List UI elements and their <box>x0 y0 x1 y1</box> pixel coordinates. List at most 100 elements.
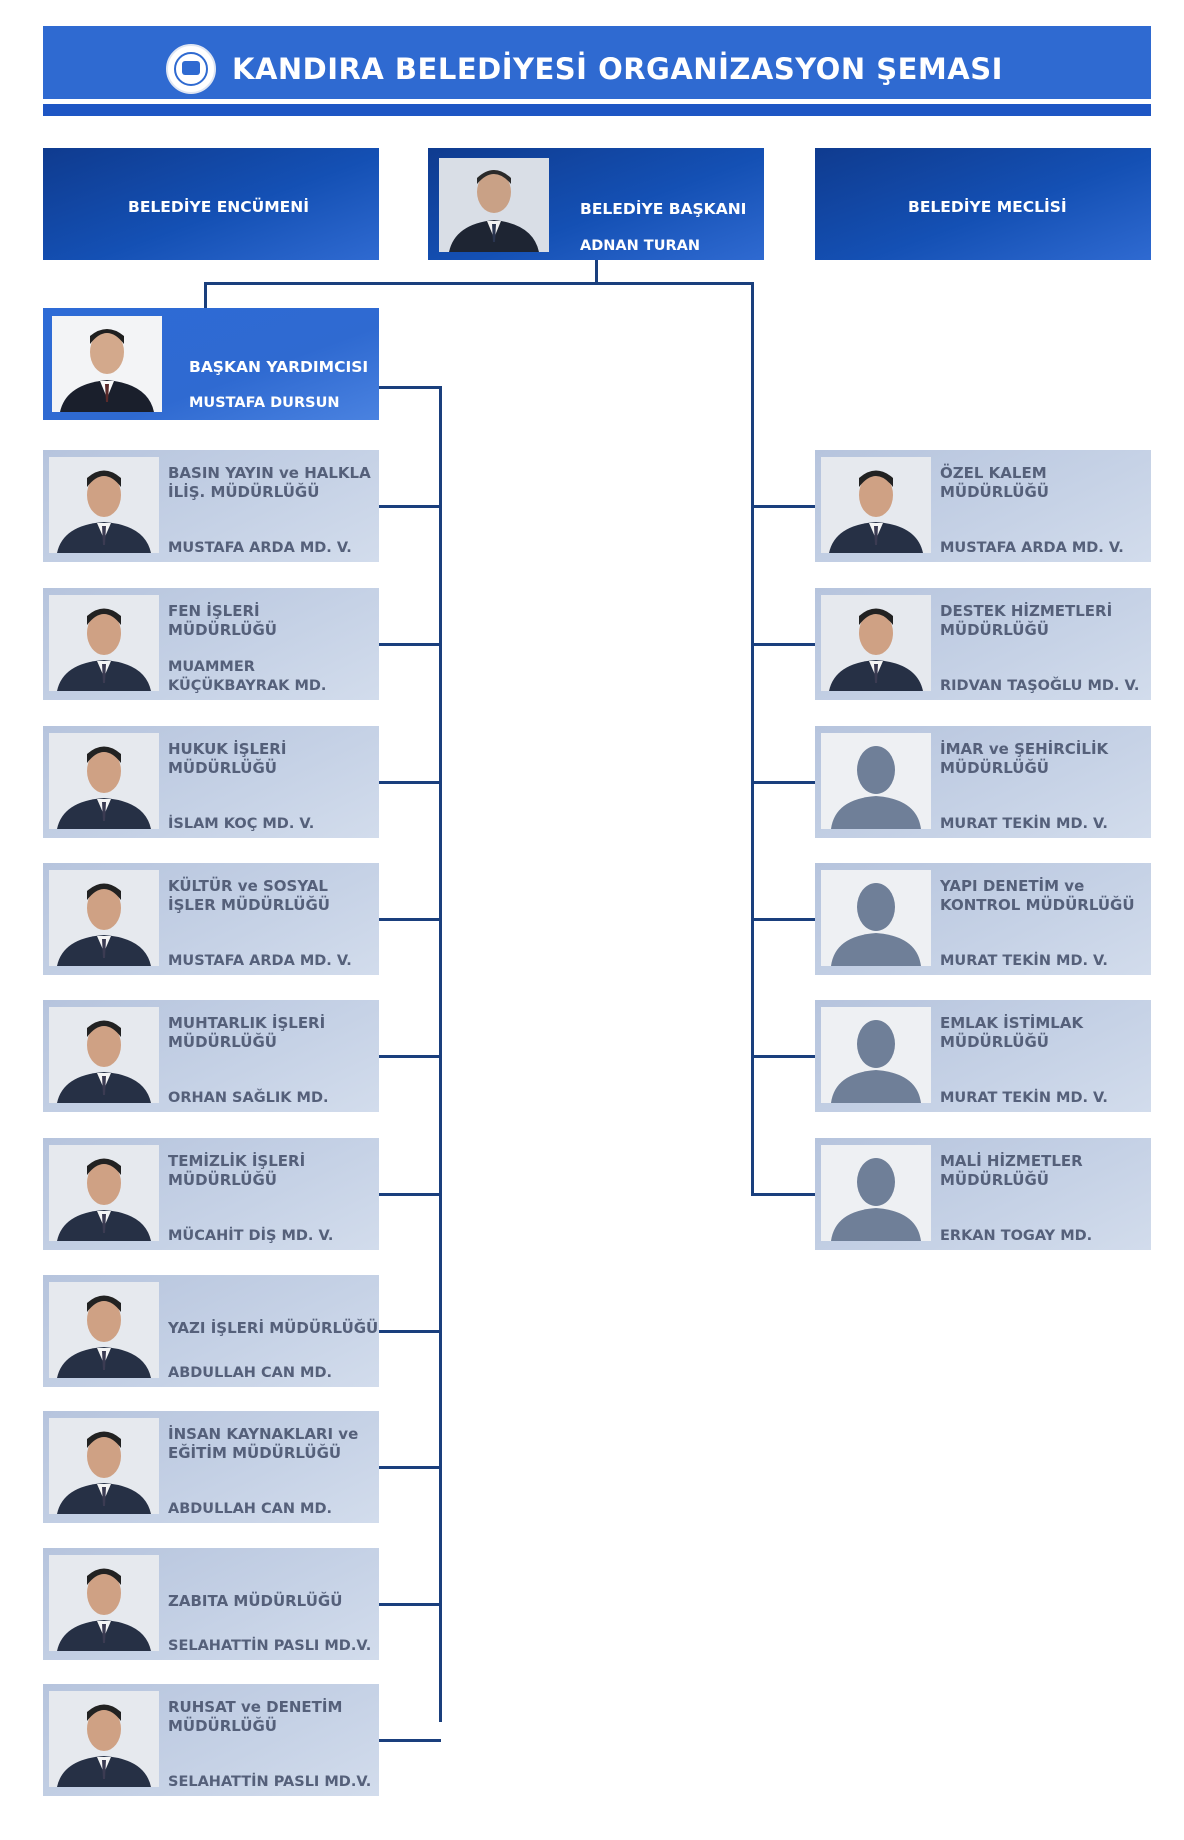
connector-line <box>751 1055 815 1058</box>
deputy-name: MUSTAFA DURSUN <box>189 395 340 411</box>
deputy-title: BAŞKAN YARDIMCISI <box>189 358 369 376</box>
manager-photo <box>821 595 931 691</box>
department-title-line1: MUHTARLIK İŞLERİ <box>168 1014 326 1032</box>
department-title-line2: MÜDÜRLÜĞÜ <box>940 621 1049 639</box>
department-title-line2: İŞLER MÜDÜRLÜĞÜ <box>168 896 330 914</box>
manager-name: MUSTAFA ARDA MD. V. <box>168 540 352 556</box>
manager-photo <box>49 1691 159 1787</box>
department-title-line1: FEN İŞLERİ <box>168 602 260 620</box>
department-title-line1: YAPI DENETİM ve <box>940 877 1085 895</box>
connector-line <box>379 918 441 921</box>
department-title-line2: İLİŞ. MÜDÜRLÜĞÜ <box>168 483 320 501</box>
connector-line <box>751 643 815 646</box>
connector-line <box>204 282 754 285</box>
department-title-line1: ZABITA MÜDÜRLÜĞÜ <box>168 1592 343 1610</box>
connector-line <box>379 1055 441 1058</box>
department-title-line2: MÜDÜRLÜĞÜ <box>940 1171 1049 1189</box>
deputy-mayor-box: BAŞKAN YARDIMCISI MUSTAFA DURSUN <box>43 308 379 420</box>
manager-photo <box>49 1145 159 1241</box>
manager-name: MURAT TEKİN MD. V. <box>940 953 1108 969</box>
manager-name: SELAHATTİN PASLI MD.V. <box>168 1638 372 1654</box>
connector-line <box>379 505 441 508</box>
department-title-line2: MÜDÜRLÜĞÜ <box>940 483 1049 501</box>
connector-line <box>379 781 441 784</box>
connector-line <box>204 282 207 309</box>
connector-line <box>379 386 442 389</box>
encumen-label: BELEDİYE ENCÜMENİ <box>128 198 309 216</box>
department-title-line1: DESTEK HİZMETLERİ <box>940 602 1113 620</box>
department-title-line2: MÜDÜRLÜĞÜ <box>168 1033 277 1051</box>
department-title-line1: KÜLTÜR ve SOSYAL <box>168 877 328 895</box>
manager-name: ERKAN TOGAY MD. <box>940 1228 1093 1244</box>
department-title-line1: YAZI İŞLERİ MÜDÜRLÜĞÜ <box>168 1319 379 1337</box>
connector-line <box>751 282 754 1195</box>
deputy-photo <box>52 316 162 412</box>
manager-photo <box>49 1007 159 1103</box>
manager-name: MURAT TEKİN MD. V. <box>940 816 1108 832</box>
manager-name: SELAHATTİN PASLI MD.V. <box>168 1774 372 1790</box>
department-title-line2: MÜDÜRLÜĞÜ <box>168 1717 277 1735</box>
department-title-line1: HUKUK İŞLERİ <box>168 740 287 758</box>
connector-line <box>379 1739 441 1742</box>
mayor-name: ADNAN TURAN <box>580 238 700 254</box>
placeholder-avatar-icon <box>821 733 931 829</box>
department-title-line1: ÖZEL KALEM <box>940 464 1047 482</box>
left-department-card: ZABITA MÜDÜRLÜĞÜ SELAHATTİN PASLI MD.V. <box>43 1548 379 1660</box>
department-title-line2: MÜDÜRLÜĞÜ <box>168 759 277 777</box>
right-department-card: ÖZEL KALEM MÜDÜRLÜĞÜ MUSTAFA ARDA MD. V. <box>815 450 1151 562</box>
manager-name: İSLAM KOÇ MD. V. <box>168 816 315 832</box>
connector-line <box>379 1193 441 1196</box>
department-title-line2: MÜDÜRLÜĞÜ <box>940 1033 1049 1051</box>
placeholder-avatar-icon <box>821 1145 931 1241</box>
meclis-label: BELEDİYE MECLİSİ <box>908 198 1067 216</box>
department-title-line1: RUHSAT ve DENETİM <box>168 1698 343 1716</box>
connector-line <box>751 1193 815 1196</box>
connector-line <box>379 1330 441 1333</box>
manager-photo <box>49 457 159 553</box>
department-title-line1: BASIN YAYIN ve HALKLA <box>168 464 371 482</box>
page-title: KANDIRA BELEDİYESİ ORGANİZASYON ŞEMASI <box>232 52 1003 86</box>
manager-name: MUSTAFA ARDA MD. V. <box>168 953 352 969</box>
department-title-line1: EMLAK İSTİMLAK <box>940 1014 1084 1032</box>
department-title-line2: MÜDÜRLÜĞÜ <box>940 759 1049 777</box>
connector-line <box>439 386 442 1722</box>
department-title-line1: İMAR ve ŞEHİRCİLİK <box>940 740 1109 758</box>
connector-line <box>595 260 598 284</box>
department-title-line1: TEMİZLİK İŞLERİ <box>168 1152 306 1170</box>
manager-name: MÜCAHİT DİŞ MD. V. <box>168 1228 334 1244</box>
manager-name: ORHAN SAĞLIK MD. <box>168 1090 329 1106</box>
manager-name: MUSTAFA ARDA MD. V. <box>940 540 1124 556</box>
placeholder-avatar-icon <box>821 1007 931 1103</box>
left-department-card: YAZI İŞLERİ MÜDÜRLÜĞÜ ABDULLAH CAN MD. <box>43 1275 379 1387</box>
header-divider <box>43 104 1151 116</box>
meclis-box: BELEDİYE MECLİSİ <box>815 148 1151 260</box>
mayor-box: BELEDİYE BAŞKANI ADNAN TURAN <box>428 148 764 260</box>
manager-photo <box>49 870 159 966</box>
manager-name: ABDULLAH CAN MD. <box>168 1501 332 1517</box>
department-title-line1: MALİ HİZMETLER <box>940 1152 1083 1170</box>
manager-photo <box>821 457 931 553</box>
manager-photo <box>49 733 159 829</box>
manager-name: MURAT TEKİN MD. V. <box>940 1090 1108 1106</box>
department-title-line2: EĞİTİM MÜDÜRLÜĞÜ <box>168 1444 342 1462</box>
mayor-photo <box>439 158 549 252</box>
mayor-title: BELEDİYE BAŞKANI <box>580 200 747 218</box>
connector-line <box>379 643 441 646</box>
manager-photo <box>49 1282 159 1378</box>
manager-name: MUAMMER KÜÇÜKBAYRAK MD. <box>168 659 327 694</box>
header-bar <box>43 26 1151 99</box>
department-title-line1: İNSAN KAYNAKLARI ve <box>168 1425 359 1443</box>
department-title-line2: KONTROL MÜDÜRLÜĞÜ <box>940 896 1135 914</box>
connector-line <box>751 781 815 784</box>
manager-name: ABDULLAH CAN MD. <box>168 1365 332 1381</box>
